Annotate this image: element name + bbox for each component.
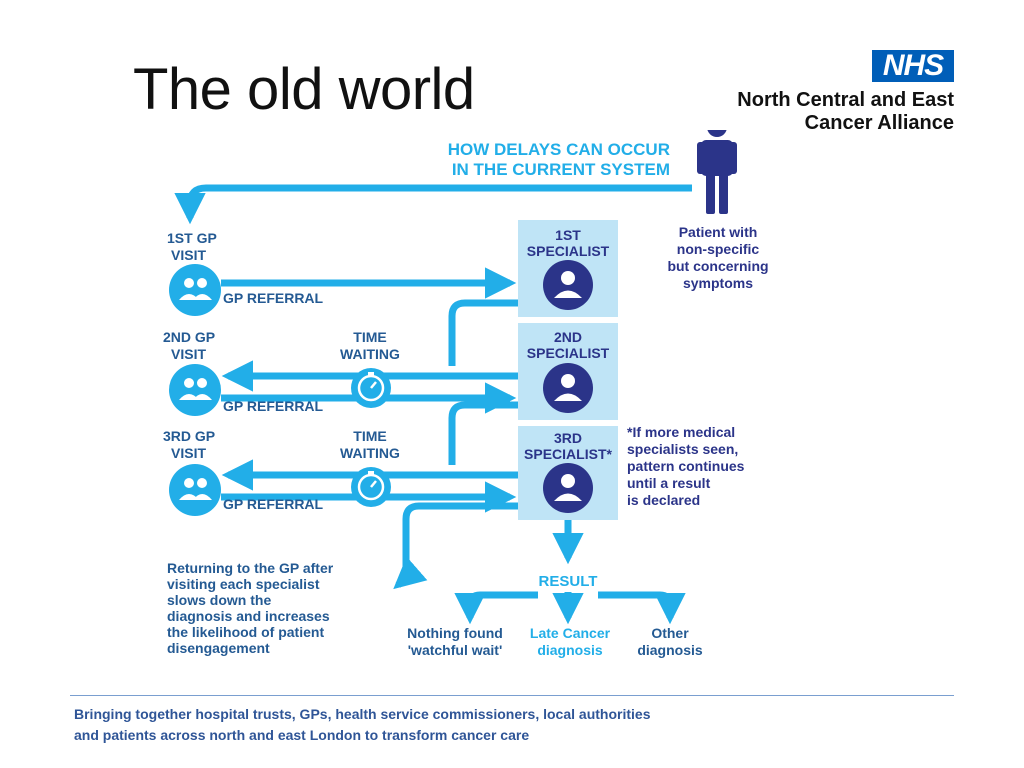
infographic-heading-2: IN THE CURRENT SYSTEM (452, 160, 670, 179)
specialist-3-label-2: SPECIALIST* (524, 446, 612, 462)
gp-referral-label-1: GP REFERRAL (223, 290, 324, 306)
footer-text: Bringing together hospital trusts, GPs, … (74, 704, 650, 746)
gp-group-icon (169, 264, 221, 316)
doctor-icon (543, 463, 593, 513)
stopwatch-icon (351, 368, 391, 408)
note-text-4: until a result (627, 475, 711, 491)
gp-visit-2-label-2: VISIT (171, 346, 206, 362)
return-text-5: the likelihood of patient (167, 624, 324, 640)
note-text-3: pattern continues (627, 458, 745, 474)
gp-visit-1-label-2: VISIT (171, 247, 206, 263)
gp-referral-label-3: GP REFERRAL (223, 496, 324, 512)
note-text-5: is declared (627, 492, 700, 508)
patient-text-1: Patient with (679, 224, 758, 240)
specialist-2-label-2: SPECIALIST (527, 345, 610, 361)
outcome-1-line2: 'watchful wait' (408, 642, 503, 658)
return-text-1: Returning to the GP after (167, 560, 334, 576)
nhs-logo: NHS (872, 50, 954, 82)
stopwatch-icon (351, 467, 391, 507)
gp-group-icon (169, 464, 221, 516)
arrow-icon (448, 299, 518, 366)
return-text-4: diagnosis and increases (167, 608, 330, 624)
arrow-icon (174, 184, 692, 225)
infographic-heading-1: HOW DELAYS CAN OCCUR (448, 140, 670, 159)
outcome-2-line1: Late Cancer (530, 625, 611, 641)
footer-divider (70, 695, 954, 696)
time-waiting-1-line2: WAITING (340, 346, 400, 362)
gp-group-icon (169, 364, 221, 416)
gp-visit-3-label-2: VISIT (171, 445, 206, 461)
gp-visit-3-label-1: 3RD GP (163, 428, 215, 444)
specialist-3-label-1: 3RD (554, 430, 582, 446)
result-label: RESULT (539, 573, 598, 590)
patient-text-3: but concerning (667, 258, 768, 274)
org-line-1: North Central and East (737, 89, 954, 111)
return-text-6: disengagement (167, 640, 270, 656)
patient-text-4: symptoms (683, 275, 753, 291)
patient-text-2: non-specific (677, 241, 760, 257)
gp-visit-2-label-1: 2ND GP (163, 329, 215, 345)
specialist-2-label-1: 2ND (554, 329, 582, 345)
arrow-icon (393, 502, 518, 590)
doctor-icon (543, 363, 593, 413)
return-text-3: slows down the (167, 592, 271, 608)
specialist-1-label-2: SPECIALIST (527, 243, 610, 259)
organisation-name: North Central and East Cancer Alliance (737, 89, 954, 135)
doctor-icon (543, 260, 593, 310)
footer-line-1: Bringing together hospital trusts, GPs, … (74, 706, 651, 722)
arrow-icon (448, 401, 518, 465)
time-waiting-2-line2: WAITING (340, 445, 400, 461)
arrow-icon (598, 591, 686, 625)
outcome-3-line2: diagnosis (637, 642, 703, 658)
outcome-1-line1: Nothing found (407, 625, 503, 641)
gp-visit-1-label-1: 1ST GP (167, 230, 217, 246)
return-text-2: visiting each specialist (167, 576, 320, 592)
note-text-2: specialists seen, (627, 441, 738, 457)
outcome-3-line1: Other (651, 625, 689, 641)
specialist-1-label-1: 1ST (555, 227, 581, 243)
delays-infographic: HOW DELAYS CAN OCCUR IN THE CURRENT SYST… (163, 130, 769, 658)
org-line-2: Cancer Alliance (804, 112, 954, 134)
gp-referral-label-2: GP REFERRAL (223, 398, 324, 414)
note-text-1: *If more medical (627, 424, 735, 440)
time-waiting-1-line1: TIME (353, 329, 386, 345)
page-title: The old world (133, 57, 475, 122)
person-icon (697, 130, 737, 214)
footer-line-2: and patients across north and east Londo… (74, 727, 530, 743)
arrow-icon (454, 591, 538, 625)
outcome-2-line2: diagnosis (537, 642, 603, 658)
time-waiting-2-line1: TIME (353, 428, 386, 444)
